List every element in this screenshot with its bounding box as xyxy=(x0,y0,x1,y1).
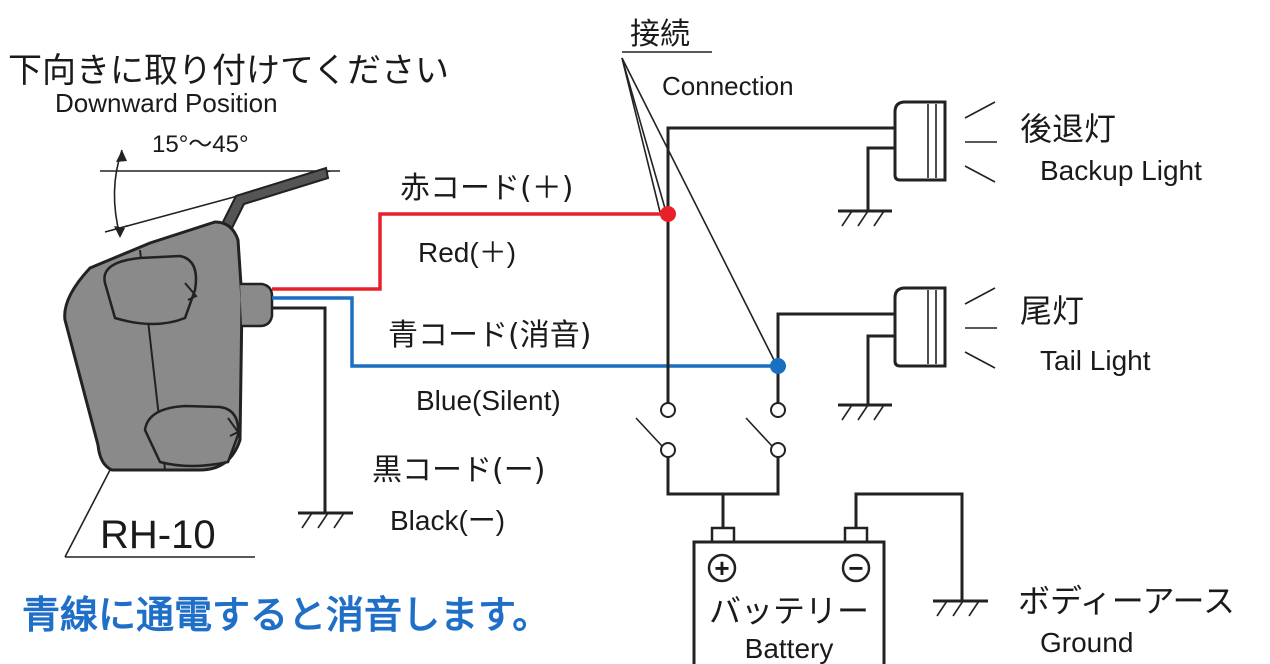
black-wire-ground-icon xyxy=(298,511,353,529)
model-label: RH-10 xyxy=(64,469,255,558)
battery-icon: + − xyxy=(692,526,886,664)
blue-connection-dot xyxy=(770,358,786,374)
body-ground-icon xyxy=(933,599,988,617)
backup-light-icon xyxy=(893,100,997,183)
blue-wire-label-en: Blue(Silent) xyxy=(416,385,561,416)
connection-label-en: Connection xyxy=(662,71,794,101)
red-wire xyxy=(272,212,668,291)
backup-light-label-jp: 後退灯 xyxy=(1020,110,1116,148)
model-name: RH-10 xyxy=(100,513,216,557)
mount-title-jp: 下向きに取り付けてください xyxy=(8,51,449,91)
blue-wire-label-jp: 青コード(消音) xyxy=(388,318,591,353)
mount-angle-label: 15°〜45° xyxy=(152,131,249,158)
backup-switch-icon xyxy=(635,402,676,458)
battery-label-en: Battery xyxy=(745,633,834,664)
ground-label-en: Ground xyxy=(1040,627,1133,658)
connection-pointers xyxy=(621,57,777,365)
red-wire-label-en: Red(＋) xyxy=(418,237,516,268)
tail-light-label-jp: 尾灯 xyxy=(1020,292,1084,330)
blue-wire xyxy=(272,296,778,368)
tail-switch-icon xyxy=(745,402,786,458)
mount-bracket xyxy=(216,166,330,238)
battery-plus-sign: + xyxy=(714,553,729,583)
battery-minus-sign: − xyxy=(848,553,863,583)
connection-label-jp: 接続 xyxy=(630,17,690,52)
tail-light-icon xyxy=(893,286,997,369)
ground-label-jp: ボディーアース xyxy=(1018,582,1235,620)
backup-ground-icon xyxy=(838,209,892,227)
backup-light-label-en: Backup Light xyxy=(1040,155,1202,186)
black-wire-label-jp: 黒コード(ー) xyxy=(372,453,545,488)
tail-light-label-en: Tail Light xyxy=(1040,345,1151,376)
battery-minus-icon xyxy=(841,553,871,583)
red-connection-dot xyxy=(660,206,676,222)
mount-title-en: Downward Position xyxy=(55,88,278,118)
silent-note: 青線に通電すると消音します。 xyxy=(22,593,550,637)
rh10-device xyxy=(63,220,274,472)
battery-plus-icon xyxy=(707,553,737,583)
tail-ground-icon xyxy=(838,403,892,421)
battery-label-jp: バッテリー xyxy=(709,592,869,630)
black-wire xyxy=(272,306,327,512)
red-wire-label-jp: 赤コード(＋) xyxy=(400,171,573,206)
black-wire-label-en: Black(ー) xyxy=(390,505,505,536)
